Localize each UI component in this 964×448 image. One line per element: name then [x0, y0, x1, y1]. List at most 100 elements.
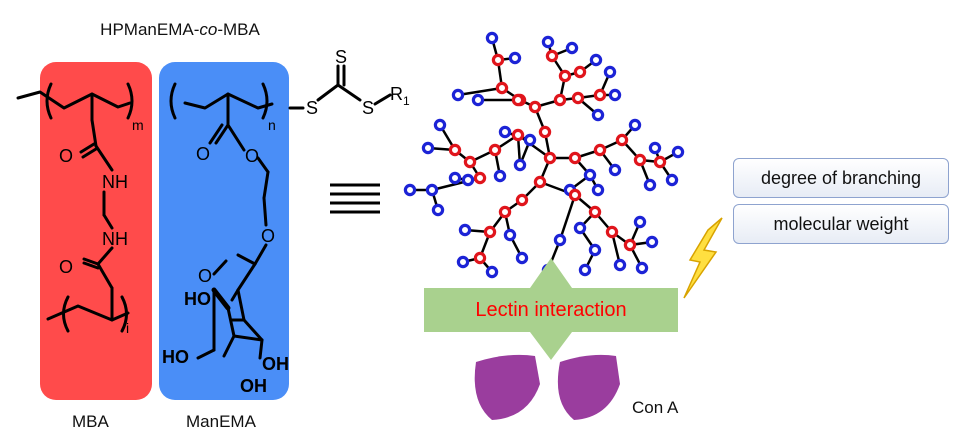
branching-unit-node — [568, 188, 582, 202]
branching-unit-node — [448, 143, 462, 157]
branching-unit-node — [533, 175, 547, 189]
amine-1: NH — [102, 172, 128, 192]
terminal-unit-node — [541, 35, 555, 49]
terminal-unit-node — [603, 65, 617, 79]
manema-label: ManEMA — [186, 412, 256, 431]
branching-unit-node — [528, 100, 542, 114]
sulfur-thione: S — [335, 47, 347, 67]
branching-unit-node — [615, 133, 629, 147]
con-a-label: Con A — [632, 398, 679, 417]
lectin-interaction-label: Lectin interaction — [475, 299, 627, 321]
terminal-unit-node — [628, 118, 642, 132]
branching-unit-node — [515, 193, 529, 207]
polymer-title-suffix: -MBA — [217, 20, 260, 39]
terminal-unit-node — [471, 93, 485, 107]
branching-unit-node — [473, 251, 487, 265]
branching-unit-node — [593, 88, 607, 102]
terminal-unit-node — [588, 243, 602, 257]
terminal-unit-node — [403, 183, 417, 197]
branching-unit-node — [605, 225, 619, 239]
equivalence-sign — [330, 183, 380, 214]
polymer-title-prefix: HPManEMA- — [100, 20, 200, 39]
hydroxyl-oh-2: OH — [240, 376, 267, 396]
branching-unit-node — [553, 93, 567, 107]
branching-unit-node — [623, 238, 637, 252]
terminal-unit-node — [613, 258, 627, 272]
terminal-unit-node — [665, 173, 679, 187]
branching-unit-node — [545, 49, 559, 63]
terminal-unit-node — [448, 171, 462, 185]
lightning-bolt-icon — [683, 217, 723, 299]
oxygen-amide-1: O — [59, 146, 73, 166]
atom-labels: S S S R 1 m n i O NH NH O O O O O HO HO … — [59, 47, 410, 396]
terminal-unit-node — [608, 163, 622, 177]
oxygen-glycosidic: O — [261, 226, 275, 246]
mba-label: MBA — [72, 412, 109, 431]
branching-unit-node — [653, 155, 667, 169]
terminal-unit-node — [433, 118, 447, 132]
branching-unit-node — [588, 205, 602, 219]
branching-unit-node — [511, 93, 525, 107]
branching-unit-node — [593, 143, 607, 157]
terminal-unit-node — [456, 255, 470, 269]
terminal-unit-node — [485, 31, 499, 45]
hydroxyl-oh-1: OH — [262, 354, 289, 374]
branching-unit-node — [483, 225, 497, 239]
branching-unit-node — [573, 65, 587, 79]
terminal-unit-node — [461, 173, 475, 187]
subscript-n: n — [268, 117, 276, 133]
branching-unit-node — [495, 81, 509, 95]
oxygen-amide-2: O — [59, 257, 73, 277]
terminal-unit-node — [671, 145, 685, 159]
degree-of-branching-box: degree of branching — [733, 158, 949, 198]
mba-segment-box — [40, 62, 152, 400]
branching-unit-node — [463, 155, 477, 169]
chemical-structure — [16, 64, 392, 360]
sulfur-left: S — [306, 98, 318, 118]
terminal-unit-node — [591, 183, 605, 197]
r-group: R — [390, 84, 403, 104]
terminal-unit-node — [458, 223, 472, 237]
sulfur-right: S — [362, 98, 374, 118]
terminal-unit-node — [573, 221, 587, 235]
polymer-bond — [558, 194, 577, 241]
terminal-unit-node — [508, 51, 522, 65]
branching-unit-node — [558, 69, 572, 83]
terminal-unit-node — [648, 141, 662, 155]
terminal-unit-node — [493, 169, 507, 183]
terminal-unit-node — [591, 108, 605, 122]
branching-unit-node — [473, 171, 487, 185]
hydroxyl-ho-2: HO — [162, 347, 189, 367]
terminal-unit-node — [503, 228, 517, 242]
branching-unit-node — [538, 125, 552, 139]
branching-unit-node — [498, 205, 512, 219]
r-group-subscript: 1 — [403, 94, 410, 108]
branching-unit-node — [568, 151, 582, 165]
branching-unit-node — [488, 143, 502, 157]
con-a-protein-left — [474, 354, 540, 420]
polymer-bond — [457, 86, 503, 97]
oxygen-ester: O — [245, 146, 259, 166]
branching-unit-node — [633, 153, 647, 167]
terminal-unit-node — [498, 125, 512, 139]
branching-unit-node — [511, 128, 525, 142]
terminal-unit-node — [608, 88, 622, 102]
terminal-unit-node — [425, 183, 439, 197]
con-a-protein-right — [557, 354, 620, 420]
amine-2: NH — [102, 229, 128, 249]
lectin-interaction-arrow — [424, 258, 678, 360]
molecular-weight-box: molecular weight — [733, 204, 949, 244]
terminal-unit-node — [515, 251, 529, 265]
terminal-unit-node — [635, 261, 649, 275]
terminal-unit-node — [589, 53, 603, 67]
oxygen-ring: O — [198, 266, 212, 286]
hydroxyl-ho-1: HO — [184, 289, 211, 309]
terminal-unit-node — [633, 215, 647, 229]
subscript-i: i — [126, 320, 129, 336]
terminal-unit-node — [485, 265, 499, 279]
terminal-unit-node — [583, 168, 597, 182]
terminal-unit-node — [553, 233, 567, 247]
branching-unit-node — [571, 91, 585, 105]
terminal-unit-node — [513, 158, 527, 172]
